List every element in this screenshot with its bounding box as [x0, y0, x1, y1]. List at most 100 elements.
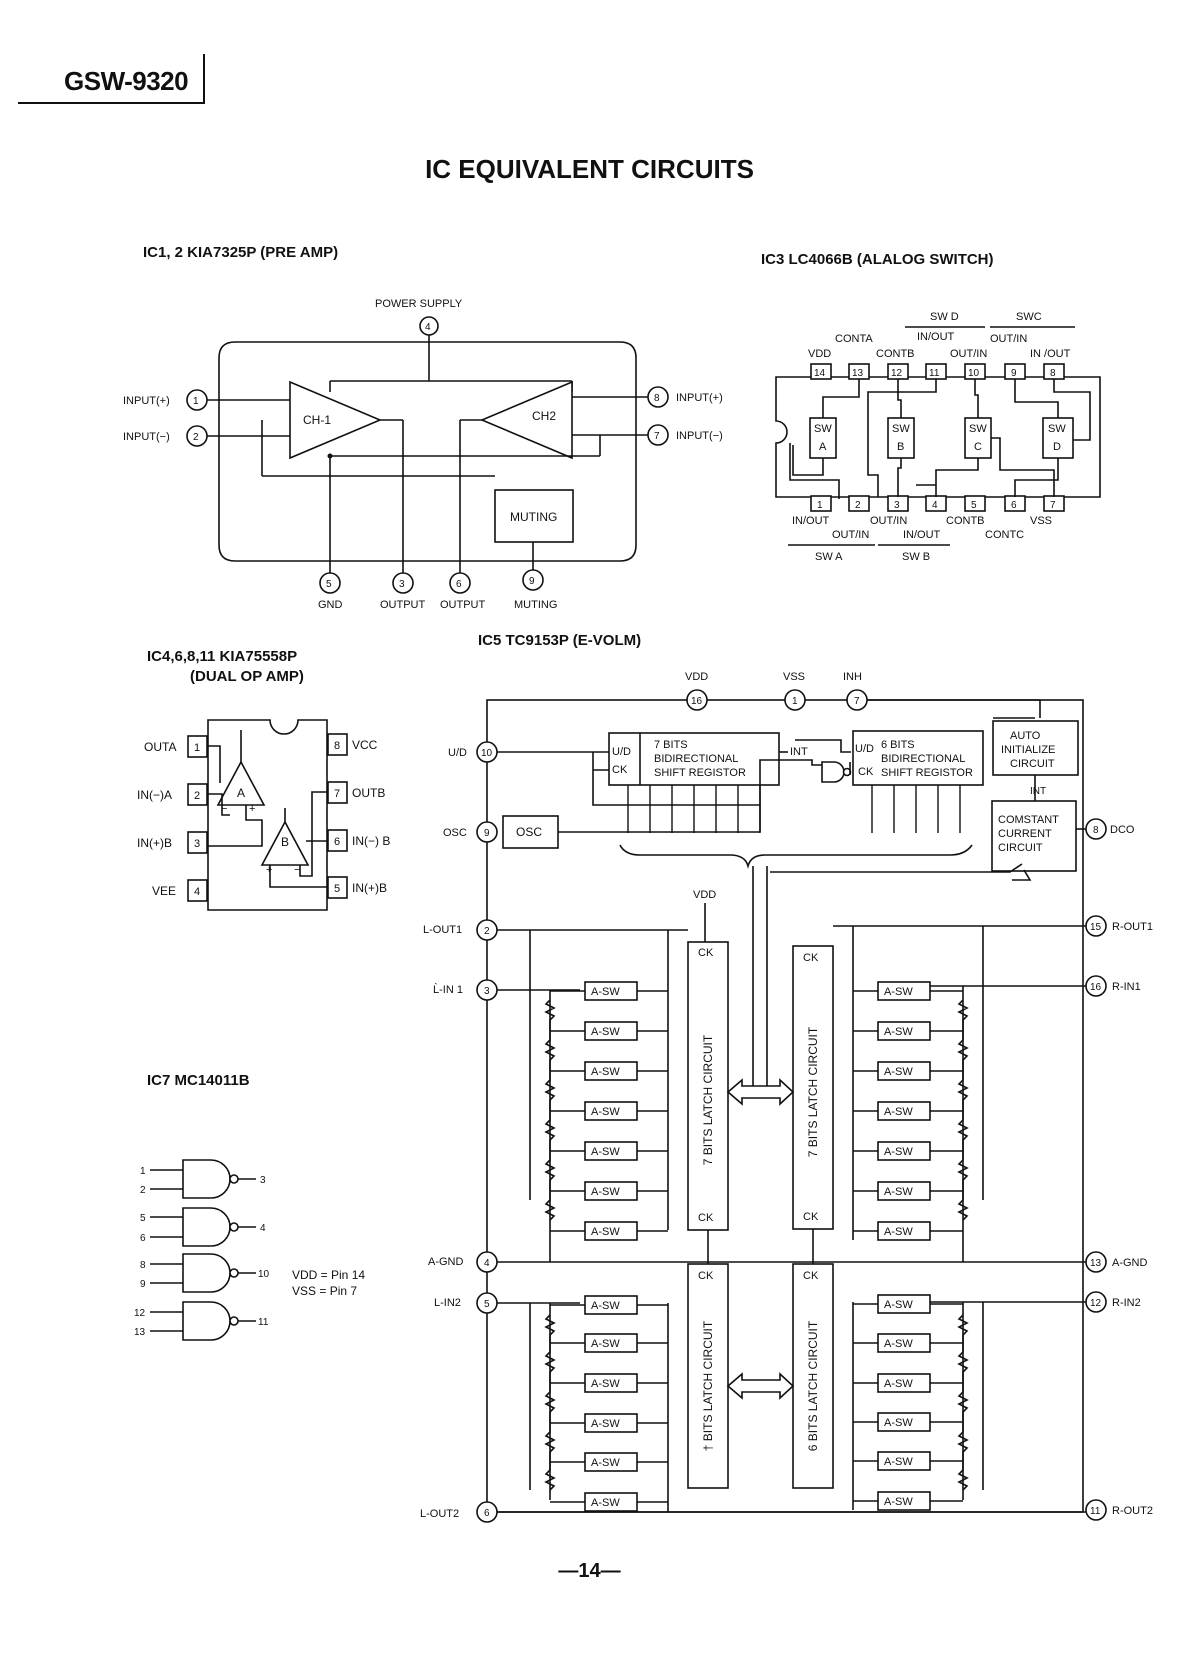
svg-text:9: 9	[484, 828, 490, 839]
svg-text:9: 9	[1011, 368, 1017, 379]
svg-text:A-SW: A-SW	[591, 1497, 620, 1509]
svg-text:4: 4	[194, 886, 200, 898]
svg-text:OSC: OSC	[516, 825, 542, 839]
svg-text:2: 2	[193, 432, 199, 443]
svg-text:CONTB: CONTB	[946, 515, 985, 527]
svg-text:3: 3	[399, 579, 405, 590]
svg-text:3: 3	[894, 500, 900, 511]
nand-gate-1: 123	[140, 1159, 266, 1199]
asw-array-right-top: A-SW A-SW A-SW A-SW A-SW A-SW A-SW	[877, 981, 931, 1241]
svg-text:A-SW: A-SW	[884, 1226, 913, 1238]
asw-array-right-bottom: A-SW A-SW A-SW A-SW A-SW A-SW	[877, 1294, 931, 1511]
svg-text:VSS: VSS	[1030, 515, 1052, 527]
svg-text:13: 13	[134, 1327, 146, 1338]
svg-text:CK: CK	[803, 1211, 819, 1223]
svg-text:OUT/IN: OUT/IN	[990, 333, 1027, 345]
svg-text:7 BITS LATCH CIRCUIT: 7 BITS LATCH CIRCUIT	[806, 1026, 820, 1157]
svg-text:3: 3	[484, 986, 490, 997]
svg-text:6: 6	[1011, 500, 1017, 511]
svg-text:VCC: VCC	[352, 738, 378, 752]
ic3-bottom-pins: 1 2 3 4 5 6 7	[810, 495, 1065, 512]
svg-text:A-SW: A-SW	[591, 1106, 620, 1118]
svg-text:CK: CK	[698, 1212, 714, 1224]
svg-text:15: 15	[1090, 922, 1102, 933]
svg-text:CK: CK	[858, 766, 874, 778]
svg-text:INH: INH	[843, 671, 862, 683]
ch1-label: CH-1	[303, 413, 331, 427]
svg-text:A-SW: A-SW	[591, 986, 620, 998]
svg-text:OUT/IN: OUT/IN	[950, 348, 987, 360]
svg-text:A-SW: A-SW	[591, 1418, 620, 1430]
svg-text:CONTA: CONTA	[835, 333, 873, 345]
ic1-title: IC1, 2 KIA7325P (PRE AMP)	[143, 244, 339, 261]
svg-text:2: 2	[194, 790, 200, 802]
page-title: IC EQUIVALENT CIRCUITS	[425, 154, 754, 184]
svg-text:A-SW: A-SW	[884, 1146, 913, 1158]
svg-text:IN(+)B: IN(+)B	[352, 881, 387, 895]
svg-text:1: 1	[792, 696, 798, 707]
svg-text:U/D: U/D	[612, 746, 631, 758]
svg-text:7: 7	[1050, 500, 1056, 511]
svg-text:SW B: SW B	[902, 551, 930, 563]
svg-text:SW D: SW D	[930, 311, 959, 323]
svg-text:A-GND: A-GND	[428, 1256, 464, 1268]
svg-text:−: −	[294, 864, 300, 876]
ic1-input-minus-left: INPUT(−)	[123, 431, 170, 443]
ic1-power-supply-label: POWER SUPPLY	[375, 298, 463, 310]
svg-text:VDD: VDD	[685, 671, 708, 683]
svg-text:8: 8	[1093, 825, 1099, 836]
svg-text:A-SW: A-SW	[591, 1338, 620, 1350]
svg-text:VDD: VDD	[808, 348, 831, 360]
svg-text:CK: CK	[698, 1270, 714, 1282]
model-number: GSW-9320	[64, 66, 189, 96]
svg-text:3: 3	[194, 838, 200, 850]
svg-text:C: C	[974, 441, 982, 453]
svg-text:SW: SW	[814, 423, 832, 435]
svg-text:4: 4	[932, 500, 938, 511]
svg-text:9: 9	[529, 576, 535, 587]
resistor-ladders	[544, 999, 969, 1491]
svg-text:BIDIRECTIONAL: BIDIRECTIONAL	[881, 753, 965, 765]
svg-text:8: 8	[1050, 368, 1056, 379]
svg-text:BIDIRECTIONAL: BIDIRECTIONAL	[654, 753, 738, 765]
svg-text:11: 11	[929, 368, 940, 379]
ic1-input-plus-left: INPUT(+)	[123, 395, 170, 407]
svg-text:6: 6	[484, 1508, 490, 1519]
svg-text:A-SW: A-SW	[884, 1066, 913, 1078]
model-underline	[18, 102, 204, 104]
svg-text:IN /OUT: IN /OUT	[1030, 348, 1071, 360]
svg-text:6: 6	[456, 579, 462, 590]
svg-text:A-SW: A-SW	[591, 1186, 620, 1198]
model-divider	[203, 54, 205, 104]
ic1-muting-label: MUTING	[514, 599, 557, 611]
svg-text:7: 7	[854, 696, 860, 707]
svg-text:5: 5	[971, 500, 977, 511]
svg-text:11: 11	[1090, 1506, 1101, 1517]
svg-text:IN/OUT: IN/OUT	[917, 331, 955, 343]
svg-text:6 BITS LATCH CIRCUIT: 6 BITS LATCH CIRCUIT	[806, 1320, 820, 1451]
svg-text:R-IN1: R-IN1	[1112, 981, 1141, 993]
svg-text:11: 11	[258, 1317, 269, 1328]
vss-pin-note: VSS = Pin 7	[292, 1284, 357, 1298]
svg-text:SHIFT REGISTOR: SHIFT REGISTOR	[654, 767, 746, 779]
svg-text:R-IN2: R-IN2	[1112, 1297, 1141, 1309]
svg-text:14: 14	[814, 368, 826, 379]
svg-text:IN/OUT: IN/OUT	[903, 529, 941, 541]
svg-text:A-SW: A-SW	[591, 1457, 620, 1469]
svg-text:OUT/IN: OUT/IN	[832, 529, 869, 541]
svg-text:B: B	[897, 441, 904, 453]
svg-text:1: 1	[140, 1166, 146, 1177]
svg-text:6: 6	[140, 1233, 146, 1244]
ic4-title-line1: IC4,6,8,11 KIA75558P	[147, 648, 298, 665]
svg-text:1: 1	[194, 742, 200, 754]
svg-text:8: 8	[654, 393, 660, 404]
svg-text:10: 10	[481, 748, 493, 759]
asw-array-left-bottom: A-SW A-SW A-SW A-SW A-SW A-SW	[584, 1295, 638, 1512]
svg-text:VDD: VDD	[693, 889, 716, 901]
svg-text:L-OUT2: L-OUT2	[420, 1508, 459, 1520]
svg-text:1: 1	[817, 500, 823, 511]
svg-text:1: 1	[193, 396, 199, 407]
svg-text:† BITS LATCH CIRCUIT: † BITS LATCH CIRCUIT	[701, 1320, 715, 1451]
svg-text:7: 7	[334, 788, 340, 800]
svg-text:2: 2	[484, 926, 490, 937]
